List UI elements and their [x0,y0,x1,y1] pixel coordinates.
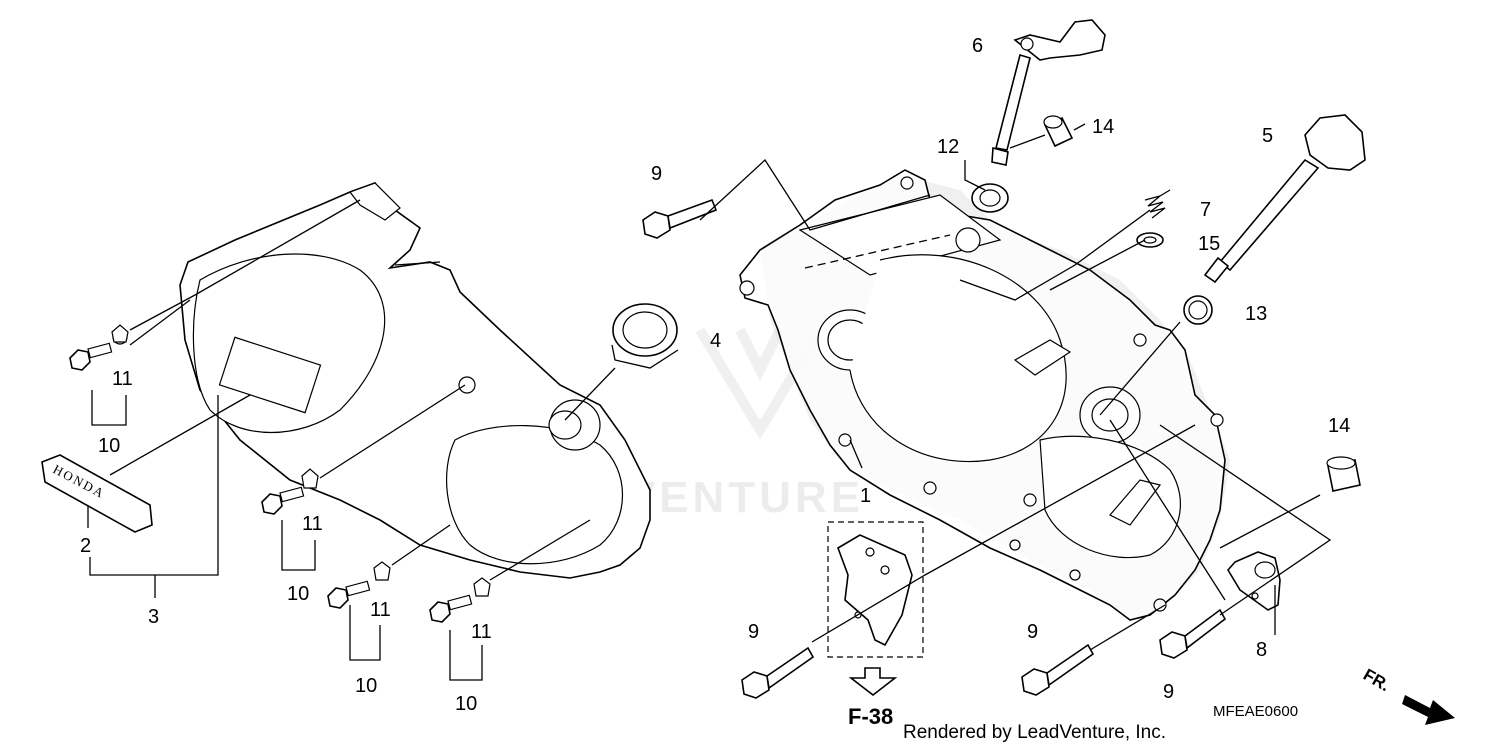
callout-11-d: 11 [471,621,492,643]
left-bolt-set-3 [327,561,391,609]
left-bolt-set-4 [429,577,491,623]
callout-9-left: 9 [748,621,759,643]
callout-11-c: 11 [370,599,391,621]
callout-10-d: 10 [455,693,477,715]
callout-12: 12 [937,136,959,158]
oil-dipstick-part-5 [1203,114,1366,284]
callout-15: 15 [1198,233,1220,255]
callout-9-top: 9 [651,163,662,185]
callout-14-upper: 14 [1092,116,1114,138]
callout-2: 2 [80,535,91,557]
callout-5: 5 [1262,125,1273,147]
callout-14-lower: 14 [1328,415,1350,437]
callout-9-right: 9 [1163,681,1174,703]
callout-10-a: 10 [98,435,120,457]
left-crankcase-cover [179,182,651,579]
callout-10-c: 10 [355,675,377,697]
callout-4: 4 [710,330,721,352]
shift-spindle-part-6 [991,19,1106,166]
left-bolt-set-1 [69,324,129,371]
leader-lines-left [87,199,616,681]
callout-7: 7 [1200,199,1211,221]
callout-8: 8 [1256,639,1267,661]
honda-emblem-part-2: HONDA [41,454,153,533]
diagram-code: MFEAE0600 [1213,703,1298,720]
credit-text: Rendered by LeadVenture, Inc. [903,722,1166,743]
bolt-part-9-left [741,646,815,699]
callout-9-center: 9 [1027,621,1038,643]
right-crankcase-cover [739,169,1230,621]
oil-seal-part-12 [971,183,1009,213]
spring-part-7 [1144,189,1171,219]
washer-part-15 [1136,232,1164,248]
arrow-icon [1402,695,1455,725]
callout-13: 13 [1245,303,1267,325]
callout-labels: 1 2 3 4 5 6 7 8 9 9 9 9 10 10 10 10 11 1… [80,35,1350,715]
bracket-part-8 [1227,551,1281,611]
spacer-part-14-upper [1043,115,1074,148]
callout-6: 6 [972,35,983,57]
bolt-part-9-right [1159,608,1227,659]
left-bolt-set-2 [261,468,319,515]
callout-11-b: 11 [302,513,323,535]
leader-lines-right [699,123,1332,651]
callout-1: 1 [860,485,871,507]
f38-reference-bracket [827,521,924,697]
spacer-part-14-lower [1326,456,1361,492]
o-ring-part-13 [1183,295,1213,325]
reference-label: F-38 [848,704,893,729]
front-direction-arrow: FR. [1360,665,1455,725]
fr-label: FR. [1360,665,1393,695]
bolt-part-9-top [642,198,718,239]
callout-11-a: 11 [112,368,133,390]
bolt-part-9-center [1021,643,1095,696]
callout-10-b: 10 [287,583,309,605]
callout-3: 3 [148,606,159,628]
oil-seal-part-4 [611,303,679,369]
